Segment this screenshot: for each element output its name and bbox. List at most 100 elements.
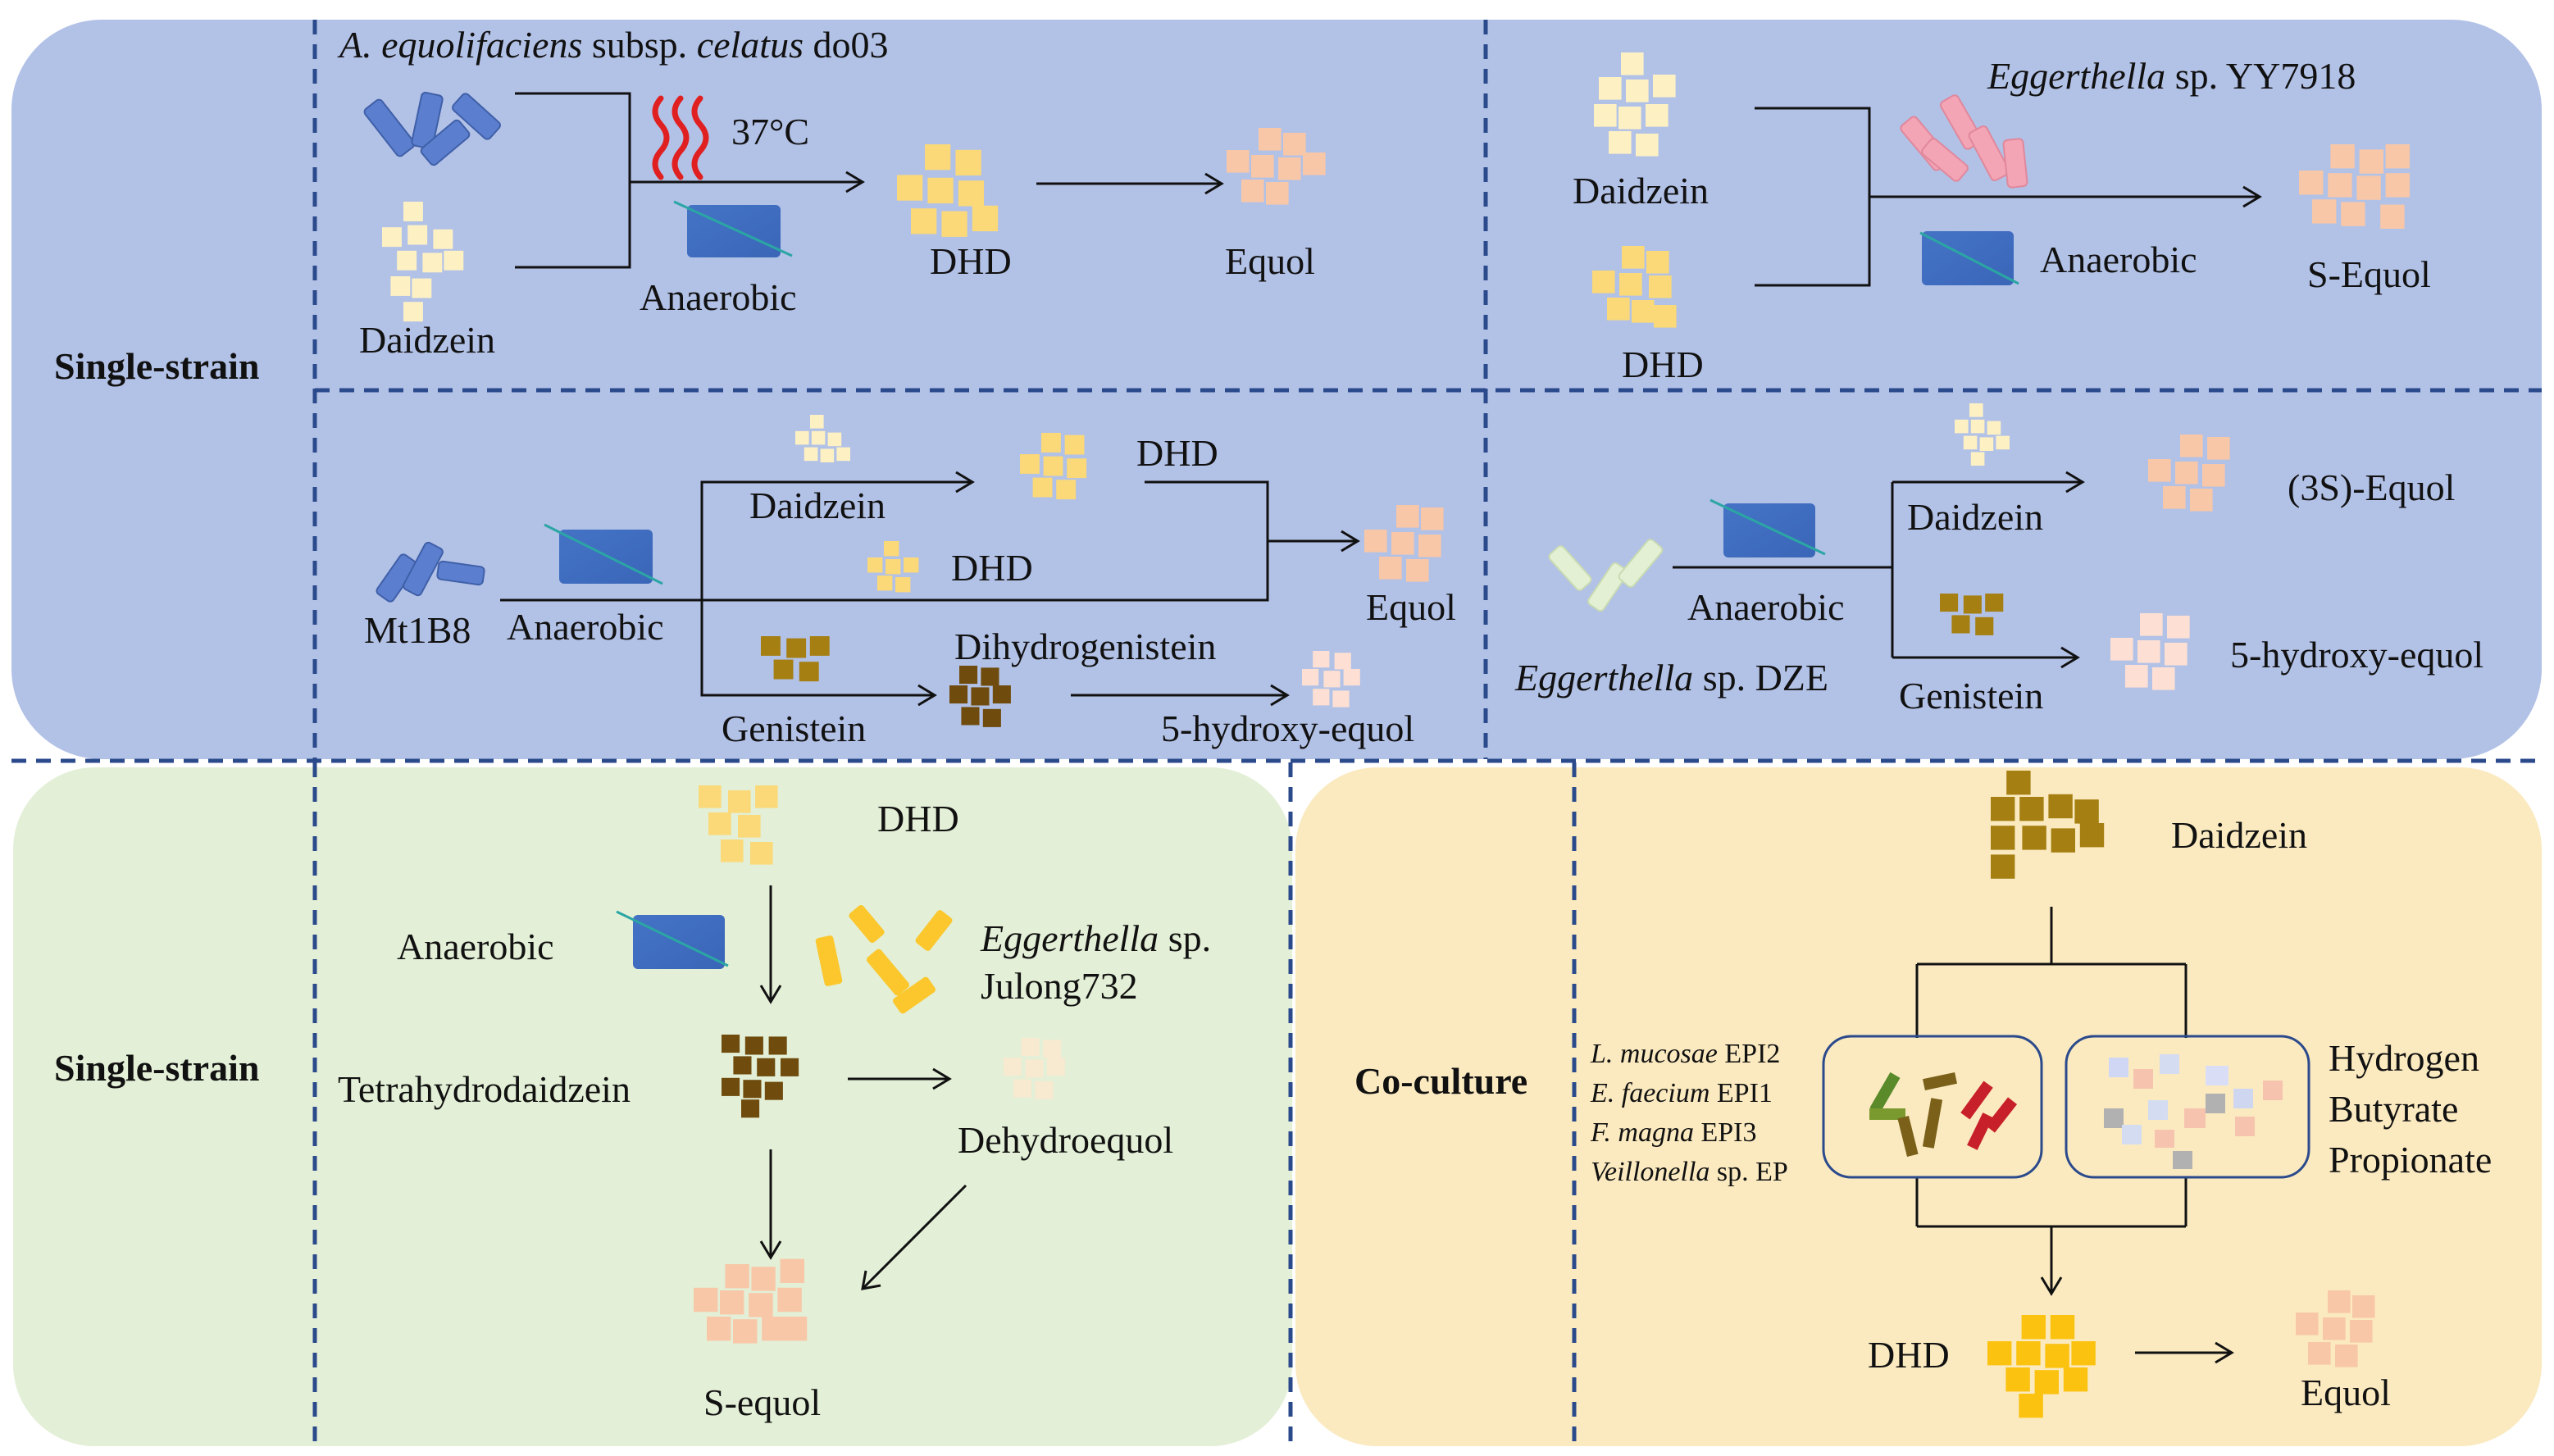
panel6-dhd-label: DHD xyxy=(1868,1334,1950,1376)
panel3-equol-cluster-block xyxy=(1406,559,1429,582)
panel1-daidzein-cluster-block xyxy=(397,250,417,271)
panel2-equol-cluster-block xyxy=(2385,173,2410,198)
panel1-dhd-cluster-block xyxy=(927,177,954,204)
panel3-dhd-mid-cluster-block xyxy=(884,541,899,557)
panel3-daidzein-small-cluster-block xyxy=(820,448,835,462)
panel5-dehydroequol-cluster-block xyxy=(1043,1040,1062,1058)
panel2-daidzein-cluster-block xyxy=(1594,104,1617,127)
panel2-equol-cluster-block xyxy=(2380,204,2405,229)
panel1-equol-cluster-block xyxy=(1283,133,1306,156)
panel2-strain-name: Eggerthella sp. YY7918 xyxy=(1987,55,2356,97)
panel4-genistein-cluster-block xyxy=(1951,615,1970,634)
panel1-dhd-label: DHD xyxy=(930,240,1012,282)
panel5-arrowhead-right xyxy=(932,1067,952,1090)
panel4-equol-cluster-block xyxy=(2207,437,2230,460)
panel1-equol-cluster xyxy=(1227,128,1326,205)
panel1-daidzein-cluster-block xyxy=(390,276,411,296)
panel6-branch-lines xyxy=(1915,907,2188,1294)
panel6-strain-1: L. mucosae EPI2 xyxy=(1590,1039,1780,1069)
panel6-dhd-cluster-block xyxy=(2021,1315,2046,1340)
panel3-equol-cluster-block xyxy=(1418,535,1441,557)
panel2-dhd-cluster-block xyxy=(1619,273,1642,296)
side-label-bottom-right: Co-culture xyxy=(1354,1060,1527,1102)
panel5-tetrahydrodaidzein-cluster-block xyxy=(768,1036,787,1055)
panel1-equol-cluster-block xyxy=(1278,157,1301,180)
panel6-mixed-bacteria-icon xyxy=(1869,1072,2018,1157)
panel5-tetrahydrodaidzein-cluster-block xyxy=(757,1058,776,1076)
panel1-dhd-cluster-block xyxy=(955,149,981,176)
panel3-equol-label: Equol xyxy=(1366,586,1456,628)
panel3-daidzein-small-cluster xyxy=(795,415,850,462)
panel6-equol-cluster-block xyxy=(2323,1317,2346,1340)
panel6-arrowhead-down xyxy=(2040,1276,2063,1296)
panel5-tetrahydrodaidzein-cluster-block xyxy=(722,1077,740,1096)
panel2-daidzein-cluster xyxy=(1594,52,1676,157)
panel6-daidzein-cluster-block xyxy=(1991,797,2015,821)
panel5-dhd-cluster-block xyxy=(708,812,731,835)
panel5-dehydroequol-cluster-block xyxy=(1004,1058,1022,1076)
panel5-dehydroequol-cluster-block xyxy=(1035,1081,1054,1099)
panel1-arrowhead-2 xyxy=(1204,172,1224,195)
panel1-daidzein-cluster-block xyxy=(433,229,453,249)
panel3-hydroxy-equol-cluster xyxy=(1302,651,1360,708)
panel3-arrowhead-daidzein xyxy=(955,471,975,494)
panel2-dhd-cluster-block xyxy=(1632,300,1655,323)
panel5-arrowhead-down-2 xyxy=(759,1240,782,1260)
panel2-daidzein-cluster-block xyxy=(1599,77,1622,100)
panel3-dhd-mid-cluster-block xyxy=(877,576,893,591)
panel3-equol-cluster-block xyxy=(1391,532,1414,555)
panel4-equol-cluster-block xyxy=(2202,464,2225,487)
panel1-equol-cluster-block xyxy=(1251,155,1274,178)
panel3-daidzein-small-cluster-block xyxy=(827,432,842,447)
panel3-hydroxy-equol-cluster-block xyxy=(1302,669,1319,686)
panel3-dhd-top-cluster-block xyxy=(1032,477,1053,498)
panel3-dihydrogenistein-label: Dihydrogenistein xyxy=(954,626,1216,667)
panel3-dhd-top-cluster-block xyxy=(1067,458,1087,479)
panel5-dehydroequol-cluster-block xyxy=(1025,1059,1044,1078)
panel-2: Eggerthella sp. YY7918 Daidzein DHD Anae… xyxy=(1573,52,2431,385)
panel5-sequol-cluster-block xyxy=(749,1293,773,1317)
panel1-dhd-cluster-block xyxy=(972,205,999,232)
panel3-hydroxy-equol-cluster-block xyxy=(1313,651,1330,668)
panel6-dhd-cluster-block xyxy=(2019,1394,2043,1418)
panel5-dehydroequol-label: Dehydroequol xyxy=(958,1119,1173,1161)
panel2-equol-cluster-block xyxy=(2330,144,2355,169)
panel5-sequol-cluster-block xyxy=(694,1287,718,1313)
panel5-tetrahydrodaidzein-cluster-block xyxy=(722,1035,740,1053)
panel3-dhd-top-cluster-block xyxy=(1020,454,1040,474)
panel1-dhd-cluster-block xyxy=(941,211,967,237)
panel3-equol-cluster-block xyxy=(1379,557,1402,580)
panel5-arrowhead-down-1 xyxy=(759,985,782,1004)
panel2-dhd-cluster-block xyxy=(1649,275,1672,298)
panel6-daidzein-cluster-block xyxy=(2019,797,2044,821)
panel4-genistein-cluster-block xyxy=(1940,594,1959,612)
panel4-daidzein-label: Daidzein xyxy=(1907,496,2043,538)
panel3-anaerobic-label: Anaerobic xyxy=(507,606,664,648)
panel5-sequol-cluster-block xyxy=(782,1317,808,1341)
panel6-daidzein-cluster-block xyxy=(2022,826,2046,850)
panel3-dihydrogenistein-cluster-block xyxy=(992,685,1011,704)
panel-6: Daidzein L. mucosae EPI2 E. faecium EPI1… xyxy=(1590,771,2492,1418)
panel3-arrowhead-hydroxy xyxy=(1270,684,1290,707)
panel6-daidzein-label: Daidzein xyxy=(2171,814,2307,856)
panel2-dhd-cluster-block xyxy=(1646,251,1669,274)
panel3-hydroxy-equol-cluster-block xyxy=(1313,689,1330,706)
panel3-bacteria-icon xyxy=(376,541,485,603)
panel5-arrow-diagonal xyxy=(861,1184,967,1290)
panel3-dhd-mid-label: DHD xyxy=(951,547,1033,589)
panel2-daidzein-cluster-block xyxy=(1618,107,1641,130)
panel3-daidzein-small-cluster-block xyxy=(836,447,850,462)
panel3-dhd-mid-cluster xyxy=(867,541,919,593)
panel6-coculture-box-metabolites xyxy=(2065,1035,2310,1179)
panel4-equol-cluster xyxy=(2148,435,2230,512)
panel6-daidzein-cluster-block xyxy=(2074,799,2099,824)
panel3-dhd-top-cluster xyxy=(1020,433,1087,500)
panel1-equol-cluster-block xyxy=(1227,150,1250,173)
panel3-strain-label: Mt1B8 xyxy=(364,609,471,651)
panel4-hydroxy-equol-cluster-block xyxy=(2165,643,2188,666)
panel1-dhd-cluster-block xyxy=(925,144,951,171)
panel3-daidzein-small-cluster-block xyxy=(804,447,818,462)
panel5-tetrahydrodaidzein-cluster-block xyxy=(764,1081,783,1100)
panel5-dehydroequol-cluster-block xyxy=(1013,1079,1032,1098)
panel3-dhd-top-cluster-block xyxy=(1064,435,1085,455)
